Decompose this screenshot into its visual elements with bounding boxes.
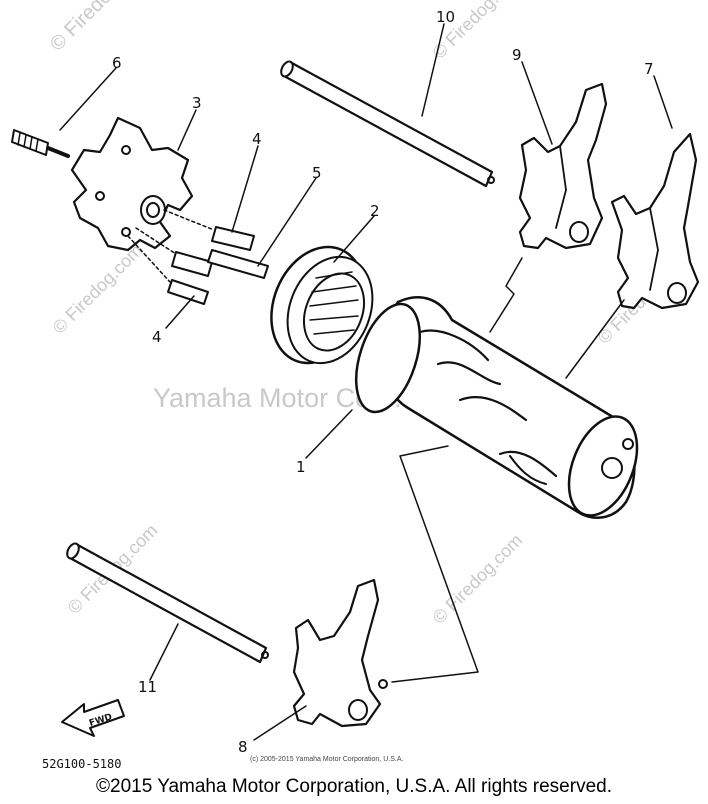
callout-7: 7 bbox=[644, 60, 654, 78]
callout-10: 10 bbox=[436, 8, 455, 26]
part-2-bearing bbox=[270, 245, 374, 365]
leader-4-upper bbox=[231, 145, 259, 233]
fwd-arrow-icon: FWD bbox=[61, 699, 125, 737]
leader-7 bbox=[653, 75, 673, 129]
callout-4-upper: 4 bbox=[252, 130, 262, 148]
part-1-shift-drum bbox=[354, 296, 639, 519]
part-4-pin-middle bbox=[171, 251, 213, 277]
connector-fork8-to-drum bbox=[391, 445, 479, 683]
callout-8: 8 bbox=[238, 738, 248, 756]
callout-6: 6 bbox=[112, 54, 122, 72]
callout-5: 5 bbox=[312, 164, 322, 182]
part-5-rod bbox=[207, 249, 269, 279]
leader-10 bbox=[421, 23, 445, 117]
part-number: 52G100-5180 bbox=[42, 757, 122, 771]
callout-11: 11 bbox=[138, 678, 157, 696]
callout-2: 2 bbox=[370, 202, 380, 220]
leader-4-lower bbox=[165, 295, 195, 329]
part-4-pin-upper bbox=[211, 226, 255, 251]
part-11-shaft-lower bbox=[66, 542, 269, 664]
watermark-site-6: © Firedog.com bbox=[429, 530, 527, 628]
part-6-bolt bbox=[11, 129, 70, 158]
leader-6 bbox=[59, 67, 117, 131]
watermark-site-1: © Firedog.com bbox=[46, 0, 155, 56]
connector-fork9-to-drum bbox=[489, 257, 523, 333]
assembly-guide-lines bbox=[127, 209, 215, 283]
callout-4-lower: 4 bbox=[152, 328, 162, 346]
leader-1 bbox=[305, 409, 353, 459]
leader-2 bbox=[333, 215, 375, 263]
part-8-shift-fork bbox=[292, 578, 388, 728]
part-3-star-plate bbox=[70, 116, 194, 252]
connector-fork7-to-drum bbox=[565, 299, 625, 379]
watermark-site-3: © Firedog.com bbox=[49, 240, 147, 338]
small-copyright: (c) 2005-2015 Yamaha Motor Corporation, … bbox=[250, 756, 404, 763]
leader-8 bbox=[253, 705, 307, 741]
callout-9: 9 bbox=[512, 46, 522, 64]
leader-3 bbox=[177, 109, 197, 151]
copyright-footer: ©2015 Yamaha Motor Corporation, U.S.A. A… bbox=[96, 776, 612, 797]
part-4-pin-lower bbox=[167, 279, 209, 305]
leader-11 bbox=[149, 623, 179, 681]
leader-9 bbox=[521, 61, 553, 145]
part-9-shift-fork bbox=[518, 82, 608, 250]
part-10-shaft-upper bbox=[280, 60, 495, 188]
callout-1: 1 bbox=[296, 458, 306, 476]
part-7-shift-fork bbox=[610, 132, 700, 310]
leader-5 bbox=[257, 177, 317, 267]
callout-3: 3 bbox=[192, 94, 202, 112]
